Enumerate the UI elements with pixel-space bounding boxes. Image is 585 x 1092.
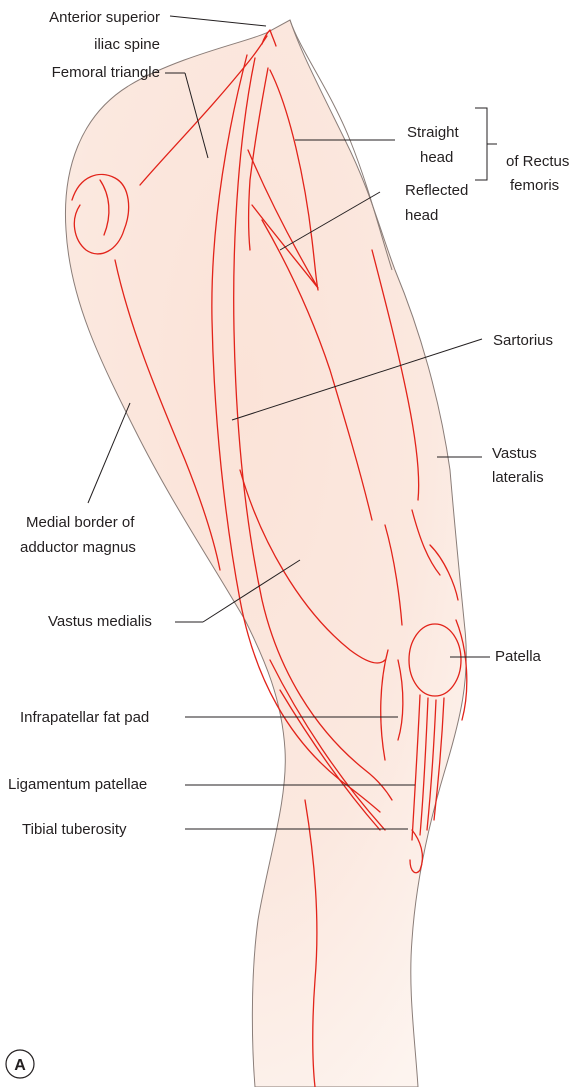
label-ligamentum: Ligamentum patellae	[8, 776, 147, 793]
label-straight-head-2: head	[420, 149, 453, 166]
bracket-rectus	[475, 108, 497, 180]
label-asis-line2: iliac spine	[94, 36, 160, 53]
label-vastus-medialis: Vastus medialis	[48, 613, 152, 630]
label-rectus-1: of Rectus	[506, 153, 569, 170]
label-straight-head-1: Straight	[407, 124, 460, 141]
label-tibial: Tibial tuberosity	[22, 821, 127, 838]
label-medial-border-2: adductor magnus	[20, 539, 136, 556]
leader-medial-border	[88, 403, 130, 503]
label-vastus-lateralis-2: lateralis	[492, 469, 544, 486]
label-medial-border-1: Medial border of	[26, 514, 135, 531]
label-reflected-head-2: head	[405, 207, 438, 224]
figure-letter: A	[14, 1057, 26, 1074]
label-femoral-triangle: Femoral triangle	[52, 64, 160, 81]
label-asis-line1: Anterior superior	[49, 9, 160, 26]
label-infrapatellar: Infrapatellar fat pad	[20, 709, 149, 726]
label-vastus-lateralis-1: Vastus	[492, 445, 537, 462]
leader-asis	[170, 16, 266, 26]
label-patella: Patella	[495, 648, 542, 665]
label-reflected-head-1: Reflected	[405, 182, 468, 199]
label-sartorius: Sartorius	[493, 332, 553, 349]
label-rectus-2: femoris	[510, 177, 559, 194]
